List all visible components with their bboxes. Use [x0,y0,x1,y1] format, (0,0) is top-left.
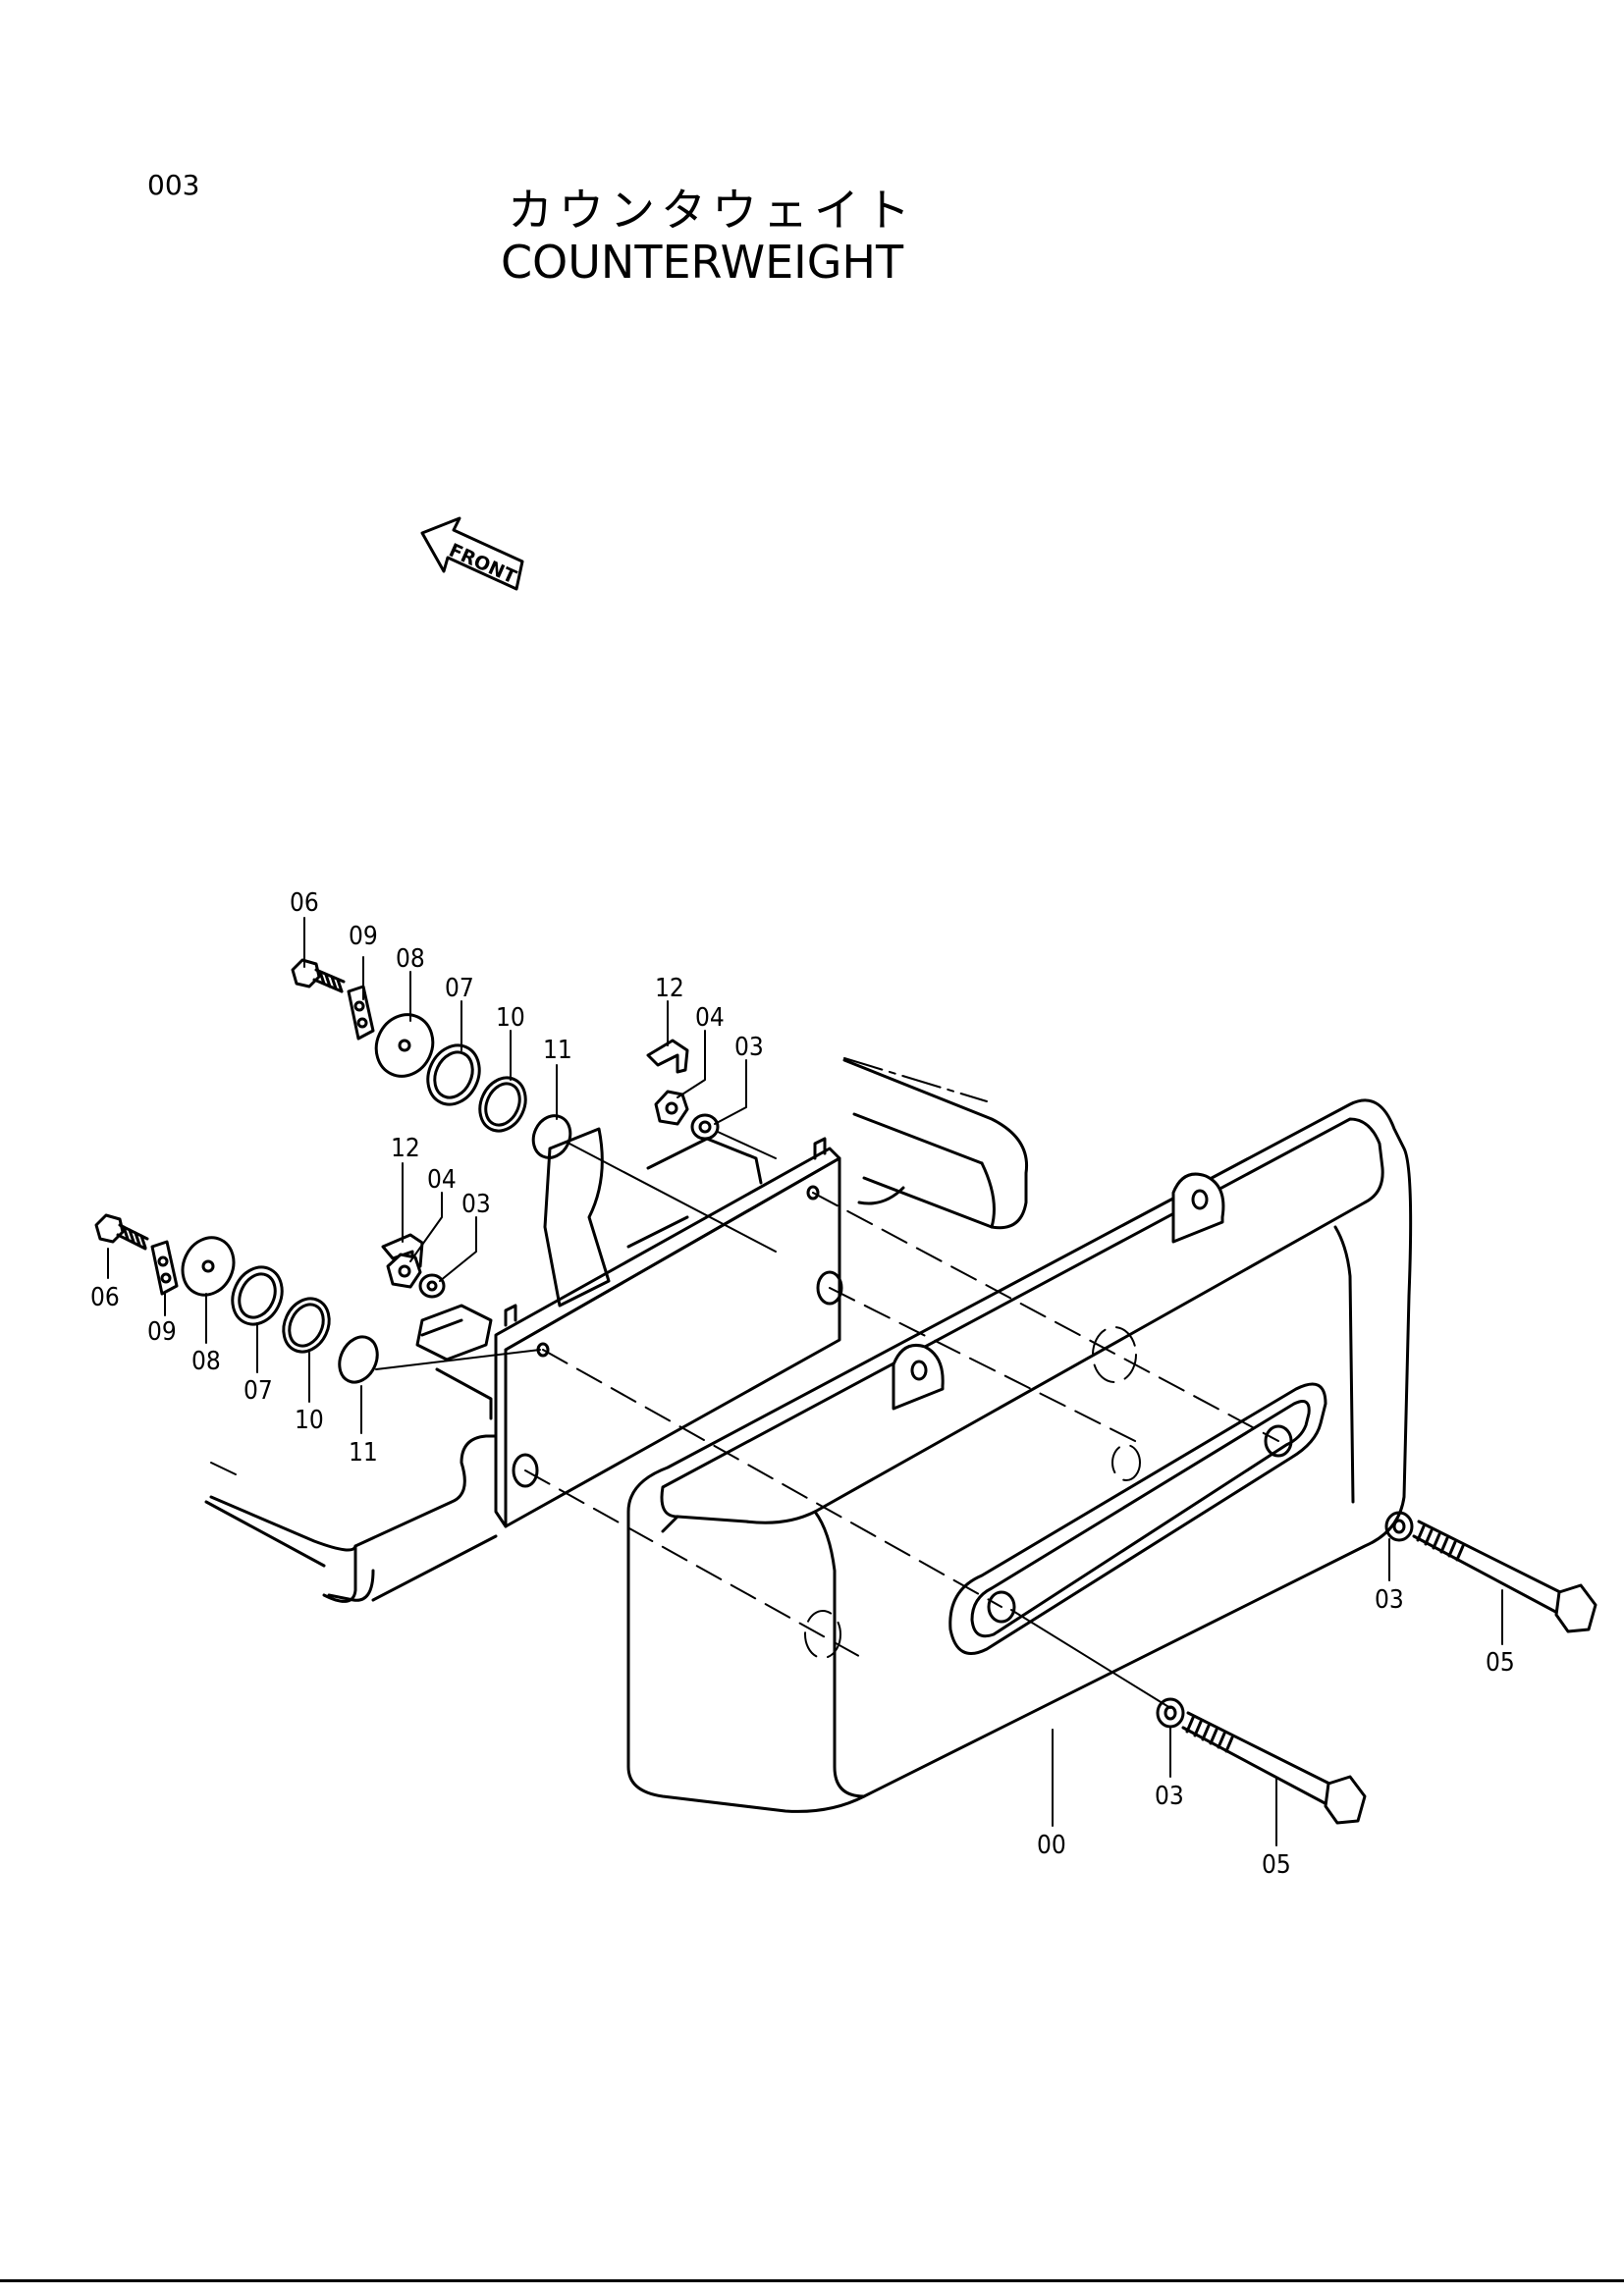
callout-03-right: 03 [1375,1585,1404,1615]
mounting-plate [415,1127,843,1528]
page-title-jp: カウンタウェイト [508,184,916,237]
callout-03-bottom: 03 [1155,1782,1184,1811]
callout-09-lower: 09 [147,1317,177,1347]
callout-00: 00 [1037,1831,1066,1860]
callout-09-upper: 09 [349,922,378,951]
counterweight-bolt-lower [1010,1609,1367,1825]
callout-04-lower: 04 [427,1165,457,1195]
callout-08-upper: 06 [290,888,319,918]
callout-10-lower: 10 [295,1406,324,1435]
callout-03-upper: 03 [734,1033,764,1062]
callout-06-lower: 07 [244,1376,273,1406]
callout-11-lower: 11 [349,1438,378,1468]
callout-07-upper: 08 [396,944,425,974]
callout-04-upper: 04 [695,1003,725,1033]
callout-10-upper: 10 [496,1003,525,1033]
footer-rule [0,2279,1624,2282]
counterweight-body [626,1098,1413,1813]
frame-rail-lower [204,1434,508,1603]
frame-rail-upper [842,1058,1029,1230]
callout-12-lower: 12 [391,1134,420,1163]
callout-11-upper: 11 [543,1036,572,1065]
callout-03-lower: 03 [461,1190,491,1219]
callout-05-right: 05 [1486,1648,1515,1678]
fastener-stack-lower [94,1213,541,1384]
page-number: 003 [147,169,200,201]
callout-07-lower: 08 [191,1347,221,1376]
front-arrow-icon: FRONT [420,516,524,591]
callout-05-bottom: 05 [1262,1850,1291,1880]
callout-08-lower: 06 [90,1283,120,1312]
page-title: COUNTERWEIGHT [500,236,904,289]
fastener-stack-upper [291,958,777,1253]
callout-12-upper: 12 [655,974,684,1003]
counterweight-bolt-upper [1384,1511,1597,1633]
